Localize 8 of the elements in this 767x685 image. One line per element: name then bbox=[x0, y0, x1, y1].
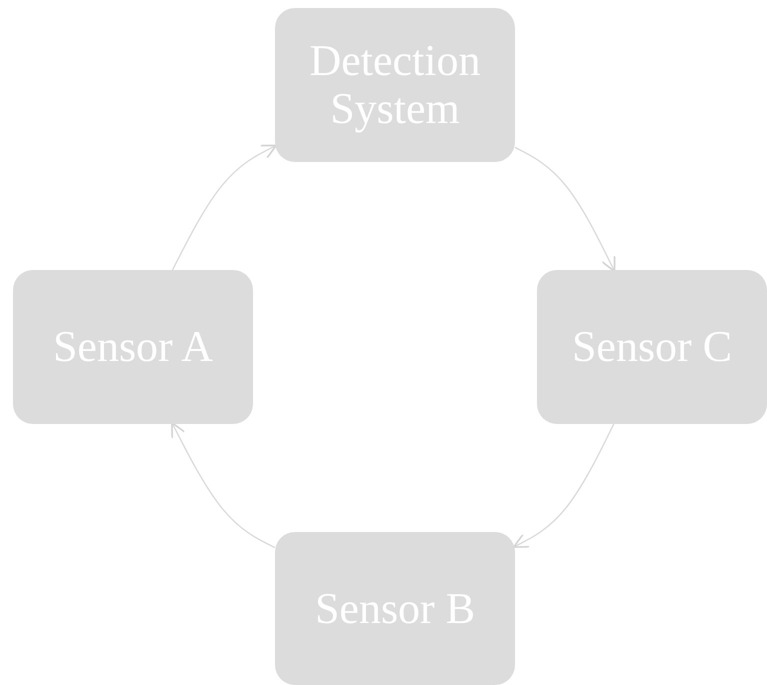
arrow bbox=[172, 144, 278, 270]
process-box bbox=[13, 270, 253, 424]
arrow bbox=[514, 146, 616, 272]
arrow bbox=[512, 424, 614, 548]
process-box bbox=[275, 8, 515, 162]
process-box bbox=[537, 270, 767, 424]
arrow bbox=[171, 422, 276, 548]
process-box bbox=[275, 532, 515, 685]
